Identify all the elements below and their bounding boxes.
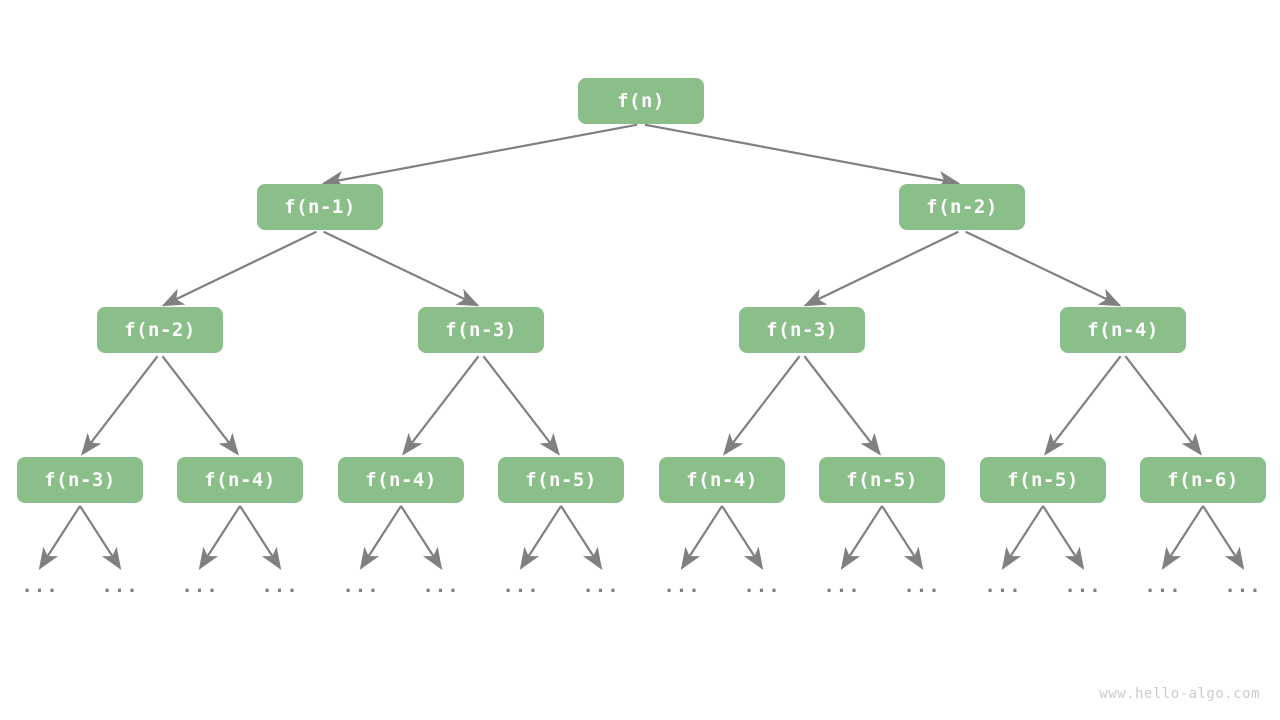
tree-edge-stub [519,505,562,570]
tree-edge-stub [38,505,81,570]
tree-node[interactable]: f(n-4) [177,457,303,503]
tree-edge-stub [1001,505,1044,570]
ellipsis-label: ... [1224,575,1262,597]
ellipsis-label: ... [422,575,460,597]
tree-node[interactable]: f(n-2) [97,307,223,353]
tree-edge-stub [1042,505,1085,570]
tree-node[interactable]: f(n-5) [498,457,624,503]
ellipsis-label: ... [342,575,380,597]
ellipsis-label: ... [663,575,701,597]
tree-node[interactable]: f(n-5) [819,457,945,503]
tree-edge-stub [560,505,603,570]
tree-edge-stub [680,505,723,570]
tree-node[interactable]: f(n) [578,78,704,124]
tree-edge [803,355,881,456]
tree-edge [323,230,480,307]
ellipsis-label: ... [984,575,1022,597]
tree-node[interactable]: f(n-4) [659,457,785,503]
tree-node[interactable]: f(n-4) [1060,307,1186,353]
tree-edge-stub [721,505,764,570]
tree-edge-stub [400,505,443,570]
tree-edge [321,123,638,189]
tree-edge-stub [198,505,241,570]
tree-edge [402,355,480,456]
tree-edge [965,230,1122,307]
ellipsis-label: ... [21,575,59,597]
ellipsis-label: ... [1064,575,1102,597]
tree-edge [644,123,961,189]
tree-node[interactable]: f(n-3) [17,457,143,503]
ellipsis-label: ... [101,575,139,597]
tree-edge-stub [1202,505,1245,570]
ellipsis-label: ... [261,575,299,597]
tree-node[interactable]: f(n-2) [899,184,1025,230]
tree-node[interactable]: f(n-3) [739,307,865,353]
ellipsis-label: ... [582,575,620,597]
tree-edge-stub [359,505,402,570]
tree-edge-stub [840,505,883,570]
tree-edge-stub [239,505,282,570]
tree-edge [1044,355,1122,456]
tree-edge [723,355,801,456]
watermark: www.hello-algo.com [1099,686,1260,702]
ellipsis-label: ... [502,575,540,597]
tree-edge [803,230,959,307]
tree-node[interactable]: f(n-3) [418,307,544,353]
tree-edge-stub [79,505,122,570]
ellipsis-label: ... [823,575,861,597]
tree-edge-stub [1161,505,1204,570]
tree-edge-stub [881,505,924,570]
ellipsis-label: ... [1144,575,1182,597]
tree-edge [161,230,317,307]
tree-node[interactable]: f(n-1) [257,184,383,230]
tree-node[interactable]: f(n-5) [980,457,1106,503]
tree-edge [482,355,560,456]
tree-edge [1124,355,1202,456]
ellipsis-label: ... [743,575,781,597]
ellipsis-label: ... [181,575,219,597]
ellipsis-label: ... [903,575,941,597]
tree-node[interactable]: f(n-6) [1140,457,1266,503]
tree-edge [161,355,239,456]
tree-edge [81,355,159,456]
tree-node[interactable]: f(n-4) [338,457,464,503]
